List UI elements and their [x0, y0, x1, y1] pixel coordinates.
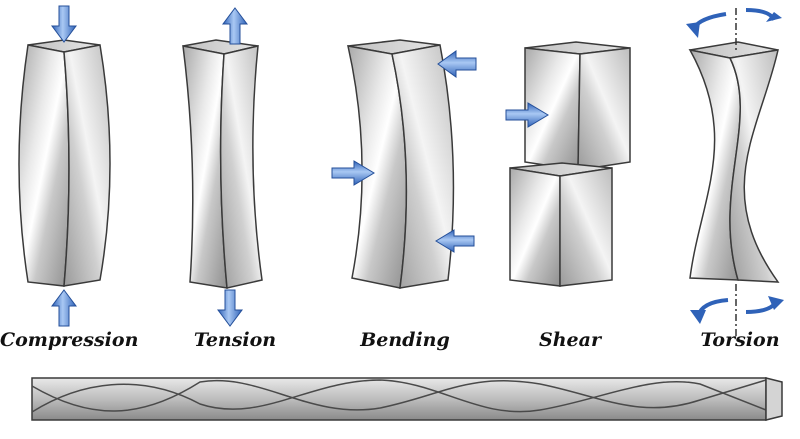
label-shear: Shear	[539, 329, 601, 351]
bending-arrow-lower-icon	[435, 229, 475, 253]
shear-lower-side-face	[559, 167, 613, 287]
label-torsion: Torsion	[700, 329, 780, 351]
twisted-bar-body	[31, 377, 767, 421]
bending-arrow-upper-icon	[437, 50, 477, 78]
compression-arrow-top-icon	[51, 5, 77, 43]
shear-lower-front-face	[509, 167, 561, 287]
bending-arrow-middle-icon	[331, 160, 375, 186]
tension-arrow-bottom-icon	[217, 289, 243, 327]
torsion-rotate-top-left-icon	[686, 12, 727, 38]
twisted-bar-helix-1	[31, 379, 767, 412]
torsion-rotate-bottom-left-icon	[690, 298, 729, 324]
compression-side-face	[63, 44, 111, 287]
torsion-rotate-bottom-right-icon	[745, 296, 784, 314]
twisted-bar-helix-2	[31, 379, 767, 413]
label-tension: Tension	[193, 329, 277, 351]
torsion-block	[688, 41, 780, 283]
tension-block	[182, 39, 263, 289]
compression-block	[18, 39, 111, 287]
bending-side-face	[391, 44, 455, 289]
torsion-rotate-top-right-icon	[745, 8, 782, 22]
compression-front-face	[18, 44, 70, 287]
label-bending: Bending	[360, 329, 450, 351]
tension-arrow-top-icon	[222, 7, 248, 45]
shear-upper-block	[524, 41, 631, 171]
twisted-bar	[31, 377, 783, 421]
compression-arrow-bottom-icon	[51, 289, 77, 327]
twisted-bar-end-face	[765, 377, 783, 421]
label-compression: Compression	[0, 329, 139, 351]
torsion-side-face	[728, 49, 780, 283]
shear-lower-block	[509, 162, 613, 287]
shear-upper-side-face	[577, 47, 631, 171]
tension-side-face	[219, 45, 263, 289]
bending-block	[347, 39, 455, 289]
shear-arrow-icon	[505, 102, 549, 128]
